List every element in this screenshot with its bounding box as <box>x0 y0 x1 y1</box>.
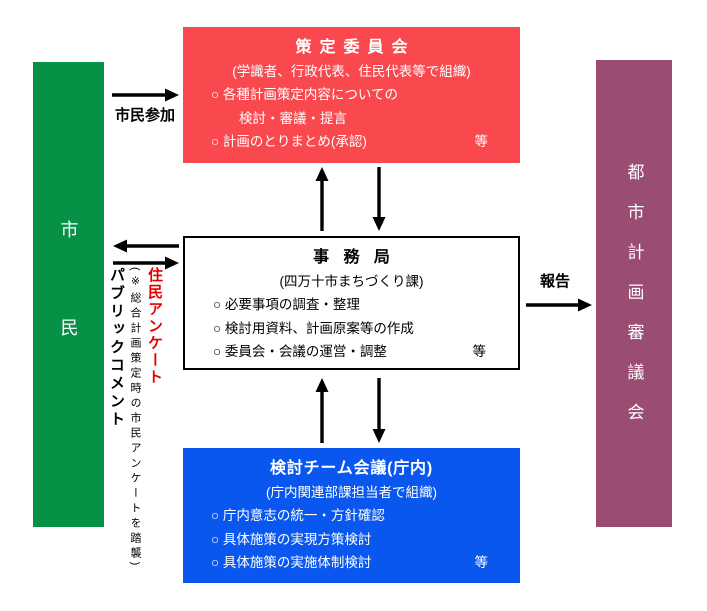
citizens-bar-label: 市民 <box>58 220 79 416</box>
arrow-team-to-secretariat-up-icon <box>315 378 329 443</box>
secretariat-title: 事務局 <box>313 249 405 266</box>
citizen-participation-label: 市民参加 <box>114 107 175 124</box>
committee-item-text: ○ 計画のとりまとめ(承認) <box>211 134 367 149</box>
arrow-committee-to-secretariat-down-icon <box>372 167 386 231</box>
secretariat-item: ○ 検討用資料、計画原案等の作成 <box>213 320 414 336</box>
resident-survey-label: 住民アンケート <box>146 267 163 386</box>
etc-label: 等 <box>472 344 487 359</box>
secretariat-item: ○ 委員会・会議の運営・調整 等 <box>185 340 518 364</box>
arrow-citizen-participation-right-icon <box>112 88 179 102</box>
secretariat-subtitle: (四万十市まちづくり課) <box>279 273 424 289</box>
citizens-bar: 市民 <box>33 62 104 527</box>
etc-label: 等 <box>474 134 489 149</box>
secretariat-item: ○ 必要事項の調査・整理 <box>213 297 360 312</box>
arrow-secretariat-to-committee-up-icon <box>315 167 329 231</box>
committee-box: 策定委員会 (学識者、行政代表、住民代表等で組織) ○ 各種計画策定内容について… <box>183 27 520 163</box>
etc-label: 等 <box>474 555 489 570</box>
arrow-report-right-icon <box>526 298 592 312</box>
team-subtitle: (庁内関連部課担当者で組織) <box>266 484 437 500</box>
survey-note-label: (※総合計画策定時の市民アンケートを踏襲) <box>129 267 141 570</box>
committee-item: ○ 各種計画策定内容についての <box>211 87 398 102</box>
public-comment-label: パブリックコメント <box>108 267 125 429</box>
committee-subtitle: (学識者、行政代表、住民代表等で組織) <box>232 63 471 79</box>
committee-item: ○ 計画のとりまとめ(承認) 等 <box>183 130 520 154</box>
council-bar: 都市計画審議会 <box>596 60 672 527</box>
team-box: 検討チーム会議(庁内) (庁内関連部課担当者で組織) ○ 庁内意志の統一・方針確… <box>183 448 520 583</box>
team-item: ○ 庁内意志の統一・方針確認 <box>211 508 385 523</box>
arrow-secretariat-to-team-down-icon <box>372 378 386 443</box>
committee-item: 検討・審議・提言 <box>239 110 347 126</box>
team-item: ○ 具体施策の実現方策検討 <box>211 531 372 547</box>
team-title: 検討チーム会議(庁内) <box>270 460 433 477</box>
team-item: ○ 具体施策の実施体制検討 等 <box>183 551 520 575</box>
council-bar-label: 都市計画審議会 <box>624 163 644 443</box>
committee-title: 策定委員会 <box>295 39 416 56</box>
secretariat-item-text: ○ 委員会・会議の運営・調整 <box>213 344 387 359</box>
arrow-secretariat-to-citizens-left-icon <box>113 239 179 253</box>
team-item-text: ○ 具体施策の実施体制検討 <box>211 555 372 570</box>
secretariat-box: 事務局 (四万十市まちづくり課) ○ 必要事項の調査・整理 ○ 検討用資料、計画… <box>183 236 520 370</box>
report-label: 報告 <box>539 273 570 290</box>
